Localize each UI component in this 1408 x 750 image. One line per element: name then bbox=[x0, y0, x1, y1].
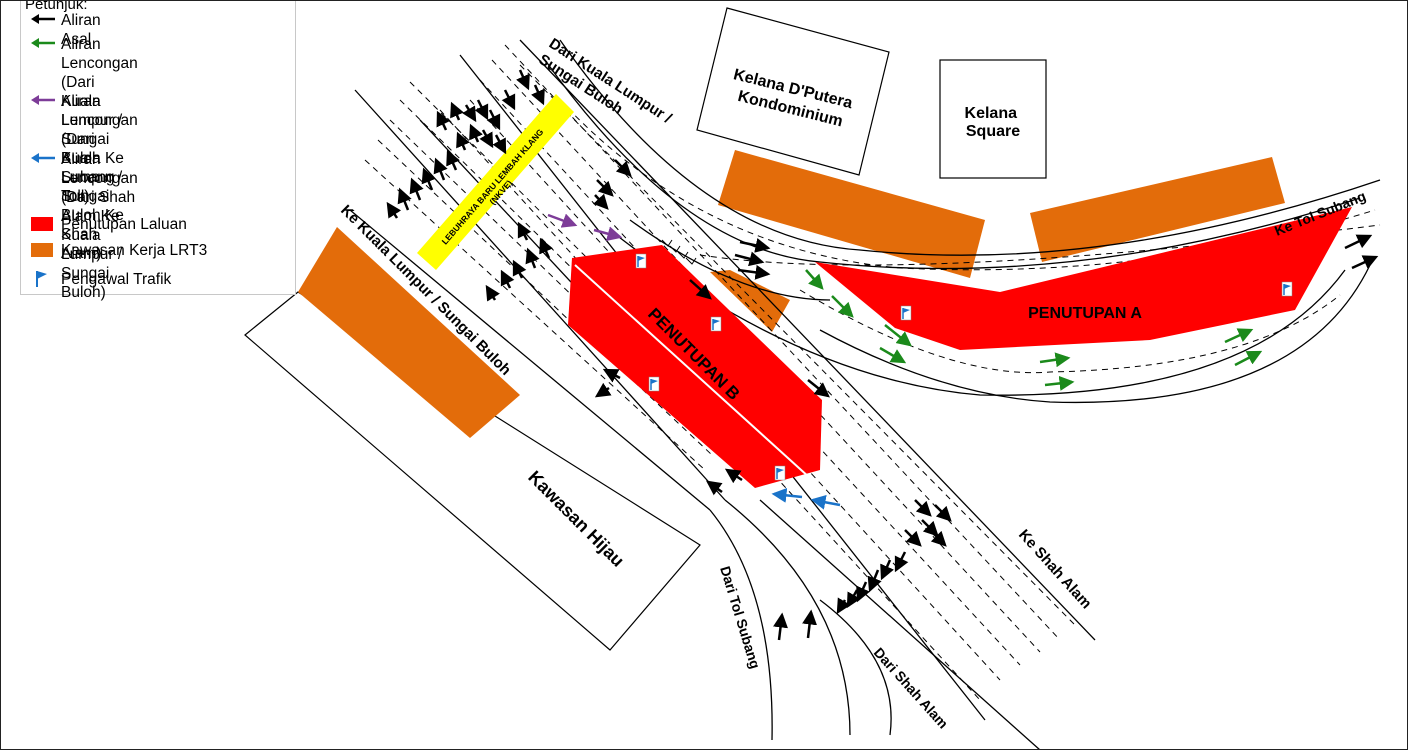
kelana-square-label: Kelana Square bbox=[965, 105, 1022, 140]
flag-icon bbox=[900, 305, 912, 321]
arrow-left-icon bbox=[31, 14, 55, 24]
closures bbox=[568, 207, 1352, 488]
lrt3-work-zones bbox=[298, 150, 1285, 438]
flag-icon bbox=[1281, 281, 1293, 297]
legend-label: Aliran Lencongan (Dari Kuala Lumpur / Su… bbox=[61, 93, 138, 262]
legend-label: Pengawal Trafik bbox=[61, 271, 172, 288]
buildings bbox=[244, 7, 1047, 651]
work-zone-center bbox=[710, 270, 790, 332]
legend-label: Penutupan Laluan bbox=[61, 216, 187, 233]
flag-icon bbox=[774, 465, 786, 481]
kawasan-hijau-block bbox=[244, 291, 701, 651]
legend-label: Aliran Lencongan (Dari Kuala Lumpur / Su… bbox=[61, 36, 138, 205]
legend-title: Petunjuk: bbox=[25, 0, 88, 13]
purple-diversion-arrows bbox=[547, 213, 623, 241]
chevron-markings bbox=[661, 239, 697, 265]
work-zone-square bbox=[1030, 157, 1285, 262]
legend-box: Petunjuk: Aliran Asal Aliran Lencongan (… bbox=[20, 0, 296, 301]
closure-a-area bbox=[815, 207, 1352, 350]
flag-icon bbox=[36, 271, 47, 287]
closure-b-area bbox=[568, 245, 822, 488]
legend-label: Aliran Lencongan (Dari Shah Alam Ke Kual… bbox=[61, 151, 138, 301]
work-zone-kondo bbox=[718, 150, 985, 278]
work-zone-west bbox=[298, 227, 520, 438]
arrow-left-icon bbox=[31, 95, 55, 105]
blue-diversion-arrows bbox=[771, 487, 841, 510]
kelana-square-building bbox=[939, 59, 1047, 179]
orange-box-icon bbox=[31, 243, 53, 257]
traffic-flags bbox=[635, 253, 1293, 481]
label-from-subang-toll: Dari Tol Subang bbox=[717, 564, 763, 670]
original-flow-arrows bbox=[386, 69, 1379, 641]
label-from-shah-alam: Dari Shah Alam bbox=[871, 644, 952, 731]
flag-icon bbox=[648, 376, 660, 392]
closure-a-label: PENUTUPAN A bbox=[1028, 305, 1142, 322]
kondo-building bbox=[696, 7, 890, 176]
green-diversion-arrows bbox=[805, 269, 1263, 391]
legend-label: Aliran Asal bbox=[61, 12, 101, 48]
red-box-icon bbox=[31, 217, 53, 231]
flag-icon bbox=[710, 316, 722, 332]
arrow-left-icon bbox=[31, 153, 55, 163]
flag-icon bbox=[635, 253, 647, 269]
legend-label: Kawasan Kerja LRT3 bbox=[61, 242, 208, 259]
arrow-left-icon bbox=[31, 38, 55, 48]
